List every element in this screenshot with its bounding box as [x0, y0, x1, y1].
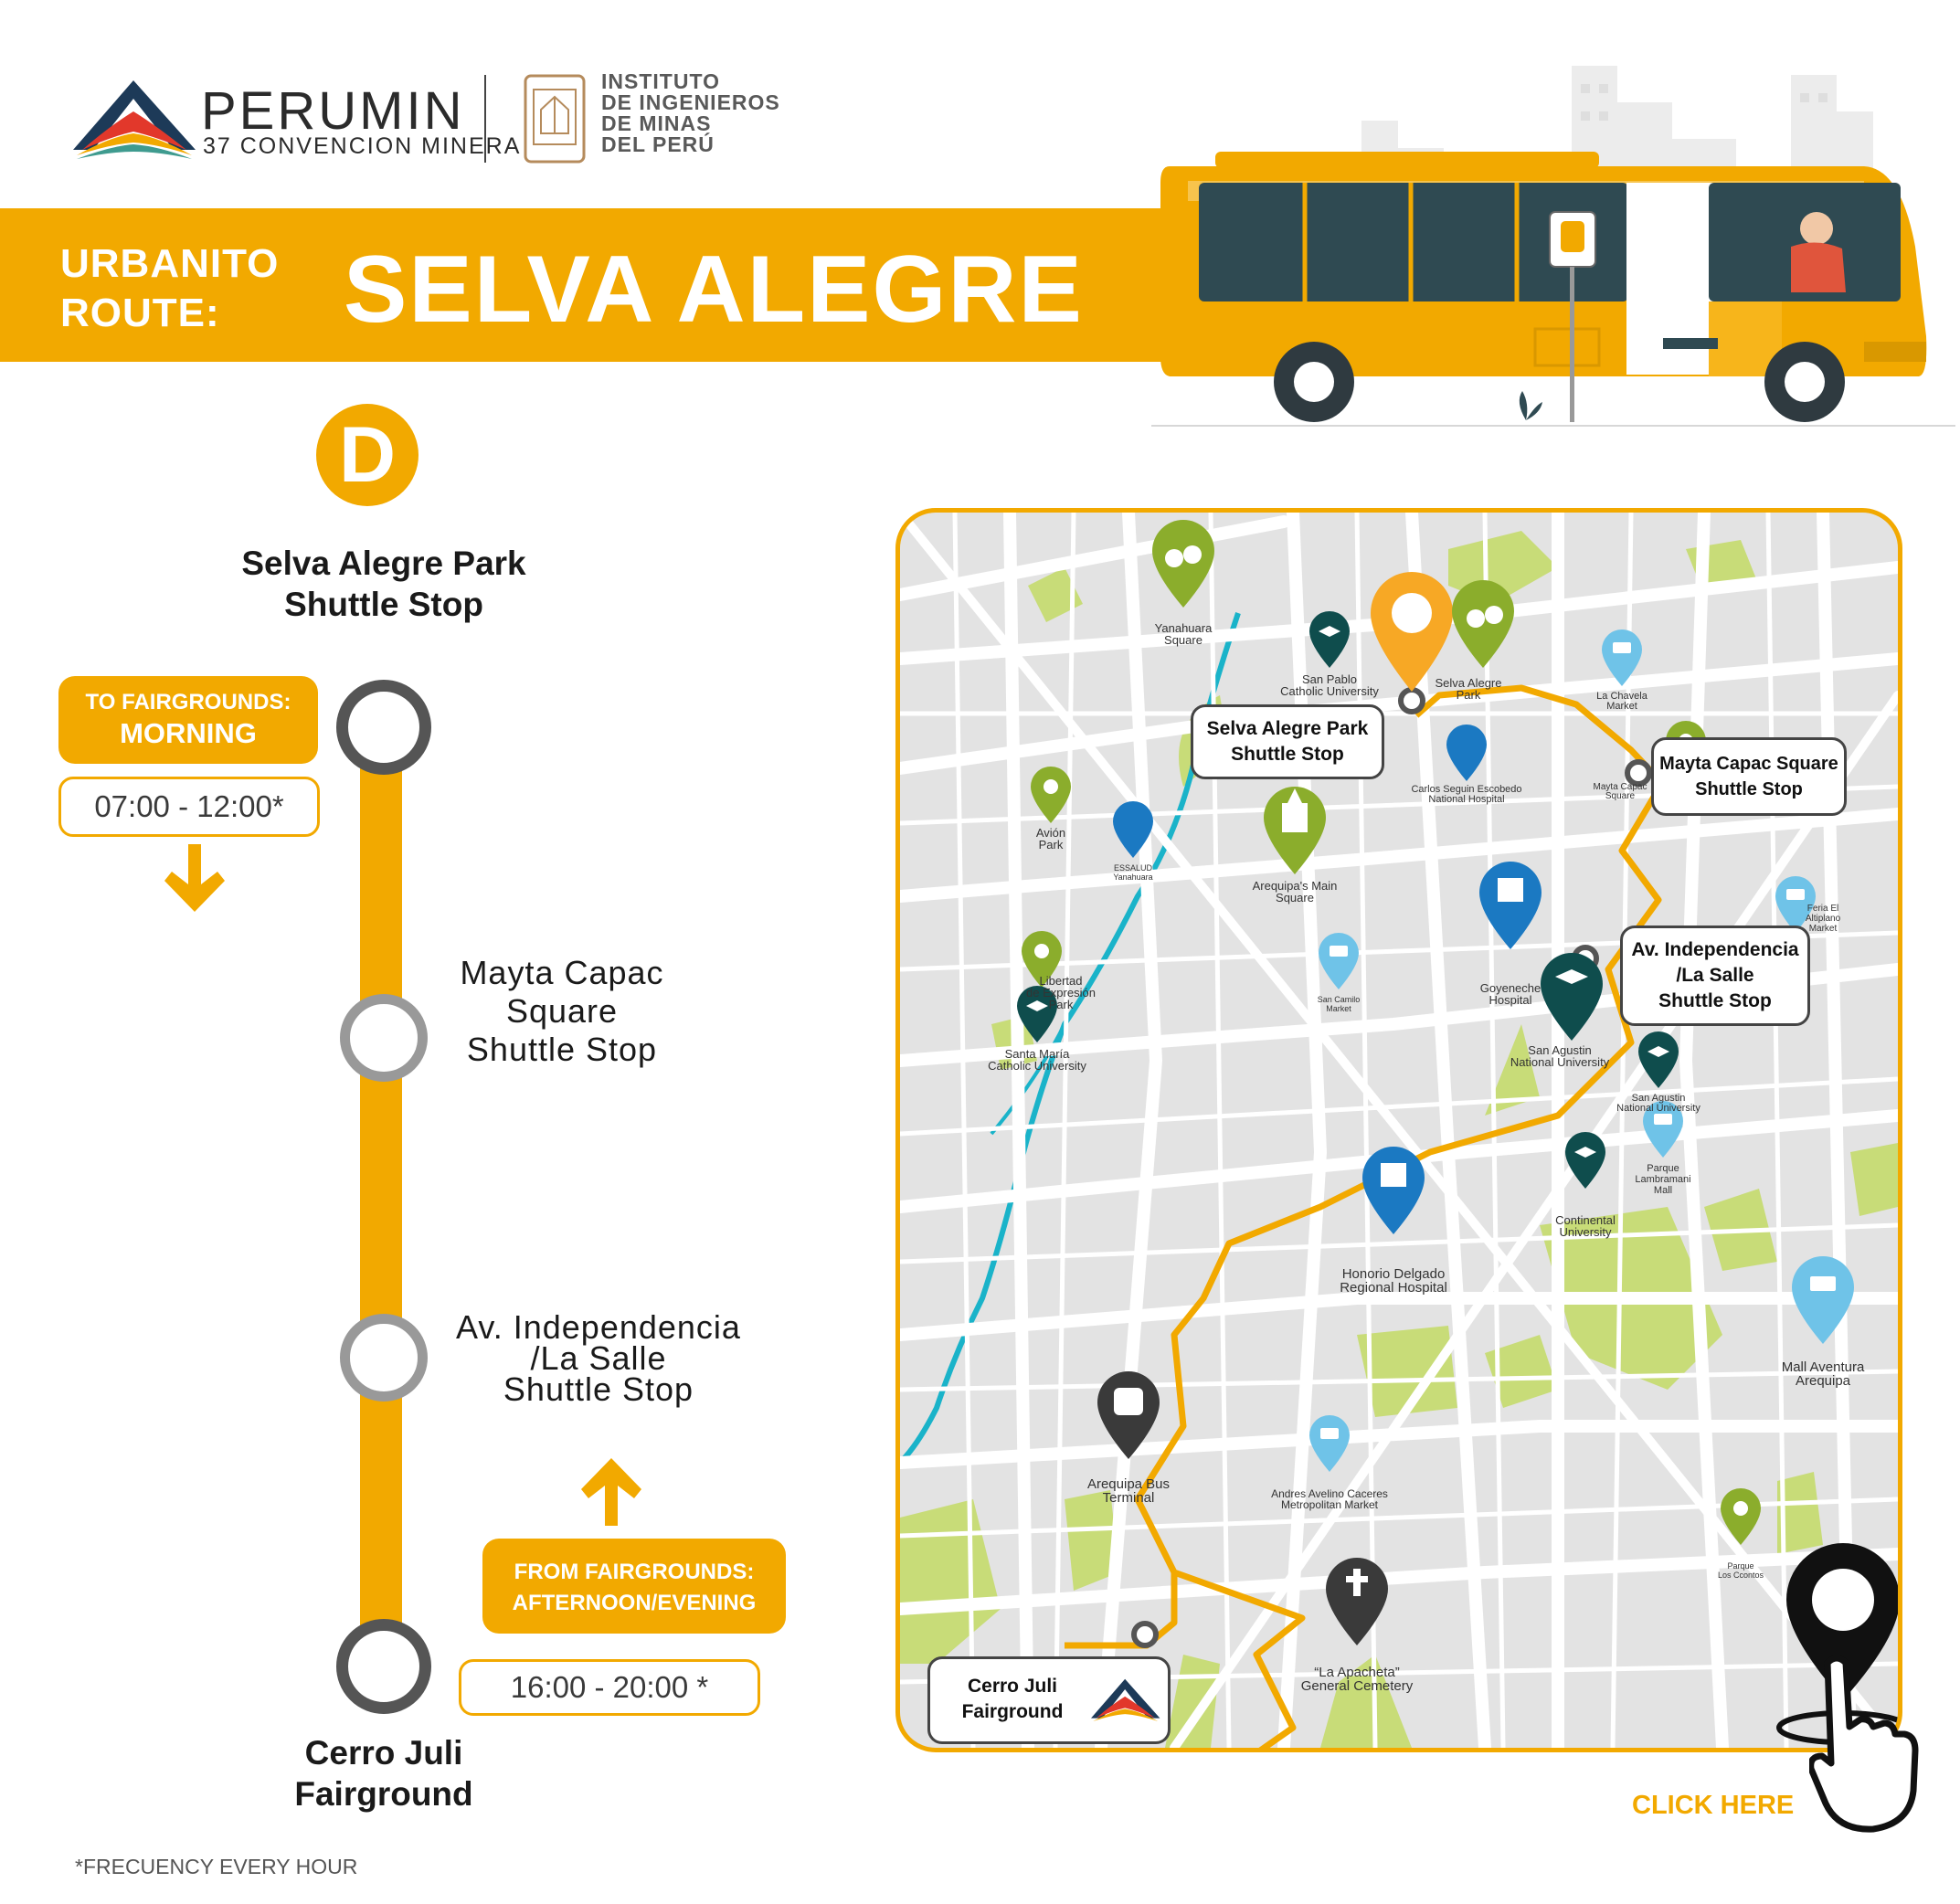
independencia-stop-line-1: Av. Independencia: [456, 1308, 741, 1346]
institute-line-1: INSTITUTO: [601, 69, 720, 93]
mayta-stop-line-3: Shuttle Stop: [466, 1031, 658, 1068]
route-line: [360, 722, 402, 1654]
brand-subtitle: 37 CONVENCION MINERA: [203, 133, 522, 159]
route-name: SELVA ALEGRE: [344, 237, 1084, 343]
cathedral-icon: [1264, 787, 1326, 874]
route-label-line-2: ROUTE:: [60, 291, 220, 335]
institute-line-4: DEL PERÚ: [601, 132, 715, 156]
end-stop-line-1: Cerro Juli: [304, 1734, 463, 1772]
morning-pill-line-2: MORNING: [120, 717, 257, 749]
independencia-stop-line-3: Shuttle Stop: [503, 1370, 694, 1408]
end-stop-title: Cerro Juli Fairground: [201, 1732, 567, 1814]
mayta-stop-label: Mayta Capac Square Shuttle Stop: [411, 954, 713, 1069]
mayta-stop-line-2: Square: [505, 992, 619, 1030]
route-path: [1134, 684, 1666, 1748]
route-banner: [0, 208, 1179, 362]
evening-time: 16:00 - 20:00 *: [459, 1659, 760, 1716]
stop-marker-start: [336, 680, 431, 775]
institute-name: INSTITUTO DE INGENIEROS DE MINAS DEL PER…: [601, 71, 780, 155]
footnote: *FRECUENCY EVERY HOUR: [75, 1855, 358, 1878]
poi-la-apacheta-cemetery: “La Apacheta”General Cemetery: [1300, 1665, 1414, 1694]
bus-illustration: [1151, 152, 1955, 427]
pointing-hand-icon: [1776, 1543, 1898, 1745]
evening-direction-pill: FROM FAIRGROUNDS: AFTERNOON/EVENING: [482, 1539, 786, 1634]
route-label-line-1: URBANITO: [60, 241, 280, 286]
map-poi-icons: [1017, 520, 1898, 1745]
evening-pill-line-2: AFTERNOON/EVENING: [512, 1591, 757, 1615]
mountain-logo-icon: [73, 80, 196, 159]
location-pin-icon: [1371, 572, 1453, 692]
institute-line-3: DE MINAS: [601, 111, 712, 135]
start-stop-line-1: Selva Alegre Park: [241, 545, 526, 582]
cemetery-cross-icon: [1326, 1558, 1388, 1645]
institute-seal: [523, 73, 587, 164]
click-here-link[interactable]: CLICK HERE: [1632, 1791, 1795, 1820]
header-divider: [484, 75, 486, 163]
start-stop-line-2: Shuttle Stop: [284, 586, 483, 623]
arrow-up-icon: [581, 1458, 641, 1526]
arrow-down-icon: [164, 844, 225, 912]
map-base: [900, 513, 1898, 1748]
hospital-icon: [1113, 725, 1542, 1234]
pointing-hand-cursor: [1809, 1655, 1919, 1833]
end-stop-line-2: Fairground: [294, 1775, 473, 1813]
morning-direction-pill: TO FAIRGROUNDS: MORNING: [58, 676, 318, 764]
route-letter: D: [338, 411, 397, 499]
independencia-stop-line-2: /La Salle: [530, 1339, 667, 1377]
start-stop-title: Selva Alegre Park Shuttle Stop: [201, 543, 567, 625]
route-label: URBANITO ROUTE:: [60, 239, 279, 338]
stop-marker-independencia: [340, 1314, 428, 1402]
independencia-stop-label: Av. Independencia /La Salle Shuttle Stop: [429, 1308, 768, 1408]
morning-pill-line-1: TO FAIRGROUNDS:: [85, 690, 291, 714]
brand-name: PERUMIN: [201, 81, 465, 141]
mayta-stop-line-1: Mayta Capac: [460, 954, 664, 991]
peruvian-seal-icon: [524, 74, 586, 164]
stop-marker-end: [336, 1619, 431, 1714]
morning-time: 07:00 - 12:00*: [58, 777, 320, 837]
bus-icon: [1151, 152, 1955, 427]
evening-pill-line-1: FROM FAIRGROUNDS:: [514, 1560, 755, 1584]
bus-terminal-icon: [1097, 1371, 1160, 1459]
institute-line-2: DE INGENIEROS: [601, 90, 780, 114]
stop-marker-mayta: [340, 994, 428, 1082]
mountain-logo-icon: [1091, 1678, 1160, 1721]
bus-stop-sign-icon: [1549, 211, 1596, 422]
route-letter-badge: [316, 404, 418, 506]
perumin-logo: PERUMIN 37 CONVENCION MINERA: [73, 79, 519, 170]
